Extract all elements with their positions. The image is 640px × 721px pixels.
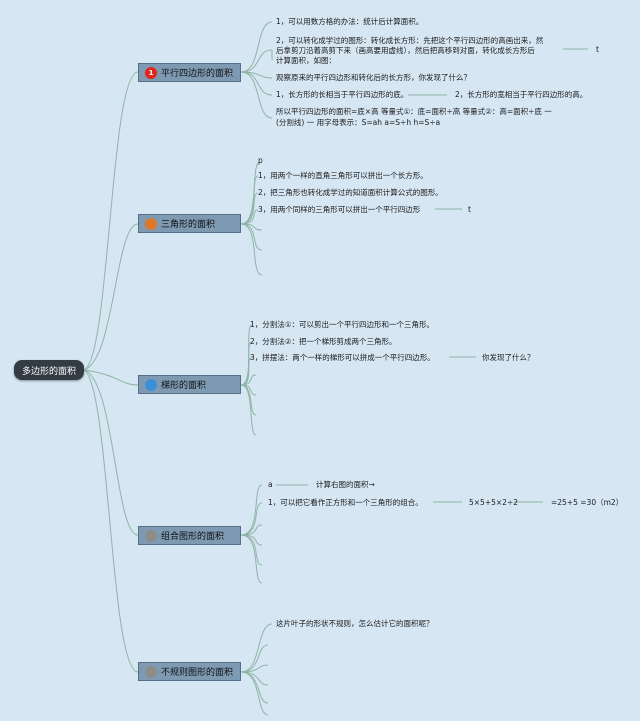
number-1-icon: 1 <box>145 66 157 79</box>
b5-note-1: 这片叶子的形状不规则，怎么估计它的面积呢？ <box>276 619 434 628</box>
b2-note-2: 2，把三角形也转化成学过的知道面积计算公式的图形。 <box>258 188 443 197</box>
b1-note-2b: 后拿剪刀沿着高剪下来（画高要用虚线），然后把高移到对面，转化成长方形后 <box>276 46 535 55</box>
branch-composite-area[interactable]: 组合图形的面积 <box>138 526 241 545</box>
root-node[interactable]: 多边形的面积 <box>14 360 84 380</box>
number-3-icon <box>145 378 157 391</box>
b1-note-4b: 2，长方形的宽相当于平行四边形的高。 <box>455 90 588 99</box>
b1-note-t: t <box>596 45 599 54</box>
b4-expression-1: 5×5+5×2÷2 <box>469 498 518 507</box>
b3-note-2: 2，分割法②：把一个梯形剪成两个三角形。 <box>250 337 397 346</box>
b1-note-1: 1，可以用数方格的办法：统计后计算面积。 <box>276 17 424 26</box>
number-5-icon <box>145 665 157 678</box>
b3-note-3: 3，拼摆法：两个一样的梯形可以拼成一个平行四边形。 <box>250 353 435 362</box>
b2-note-t: t <box>468 205 471 214</box>
b2-note-1: 1，用两个一样的直角三角形可以拼出一个长方形。 <box>258 171 428 180</box>
b3-note-1: 1，分割法①：可以剪出一个平行四边形和一个三角形。 <box>250 320 434 329</box>
b4-expression-2: =25+5 =30（m2） <box>551 498 624 507</box>
number-4-icon <box>145 529 157 542</box>
b1-note-3: 观察原来的平行四边形和转化后的长方形，你发现了什么？ <box>276 73 471 82</box>
branch-label: 平行四边形的面积 <box>161 69 234 79</box>
b1-note-2a: 2，可以转化成学过的图形：转化成长方形：先把这个平行四边形的高画出来，然 <box>276 36 544 45</box>
branch-label: 组合图形的面积 <box>161 532 225 542</box>
b4-note-1: 1，可以把它看作正方形和一个三角形的组合。 <box>268 498 423 507</box>
b3-note-question: 你发现了什么？ <box>482 353 535 362</box>
b1-note-2c: 计算面积，如图： <box>276 56 336 65</box>
branch-label: 梯形的面积 <box>161 381 207 391</box>
number-2-icon <box>145 217 157 230</box>
branch-triangle-area[interactable]: 三角形的面积 <box>138 214 241 233</box>
branch-label: 不规则图形的面积 <box>161 668 234 678</box>
b1-note-5b: (分割线) 一 用字母表示：S=ah a=S÷h h=S÷a <box>276 118 441 127</box>
branch-trapezoid-area[interactable]: 梯形的面积 <box>138 375 241 394</box>
b2-note-p: p <box>258 156 263 165</box>
branch-irregular-area[interactable]: 不规则图形的面积 <box>138 662 241 681</box>
branch-parallelogram-area[interactable]: 1 平行四边形的面积 <box>138 63 241 82</box>
b4-note-a: a <box>268 480 273 489</box>
b4-note-calc: 计算右图的面积→ <box>316 480 375 489</box>
branch-label: 三角形的面积 <box>161 220 216 230</box>
b1-note-5a: 所以平行四边形的面积=底×高 等量式①：底=面积÷高 等量式②：高=面积÷底 一 <box>276 107 552 116</box>
b2-note-3: 3，用两个同样的三角形可以拼出一个平行四边形 <box>258 205 421 214</box>
b1-note-4a: 1，长方形的长相当于平行四边形的底。 <box>276 90 409 99</box>
